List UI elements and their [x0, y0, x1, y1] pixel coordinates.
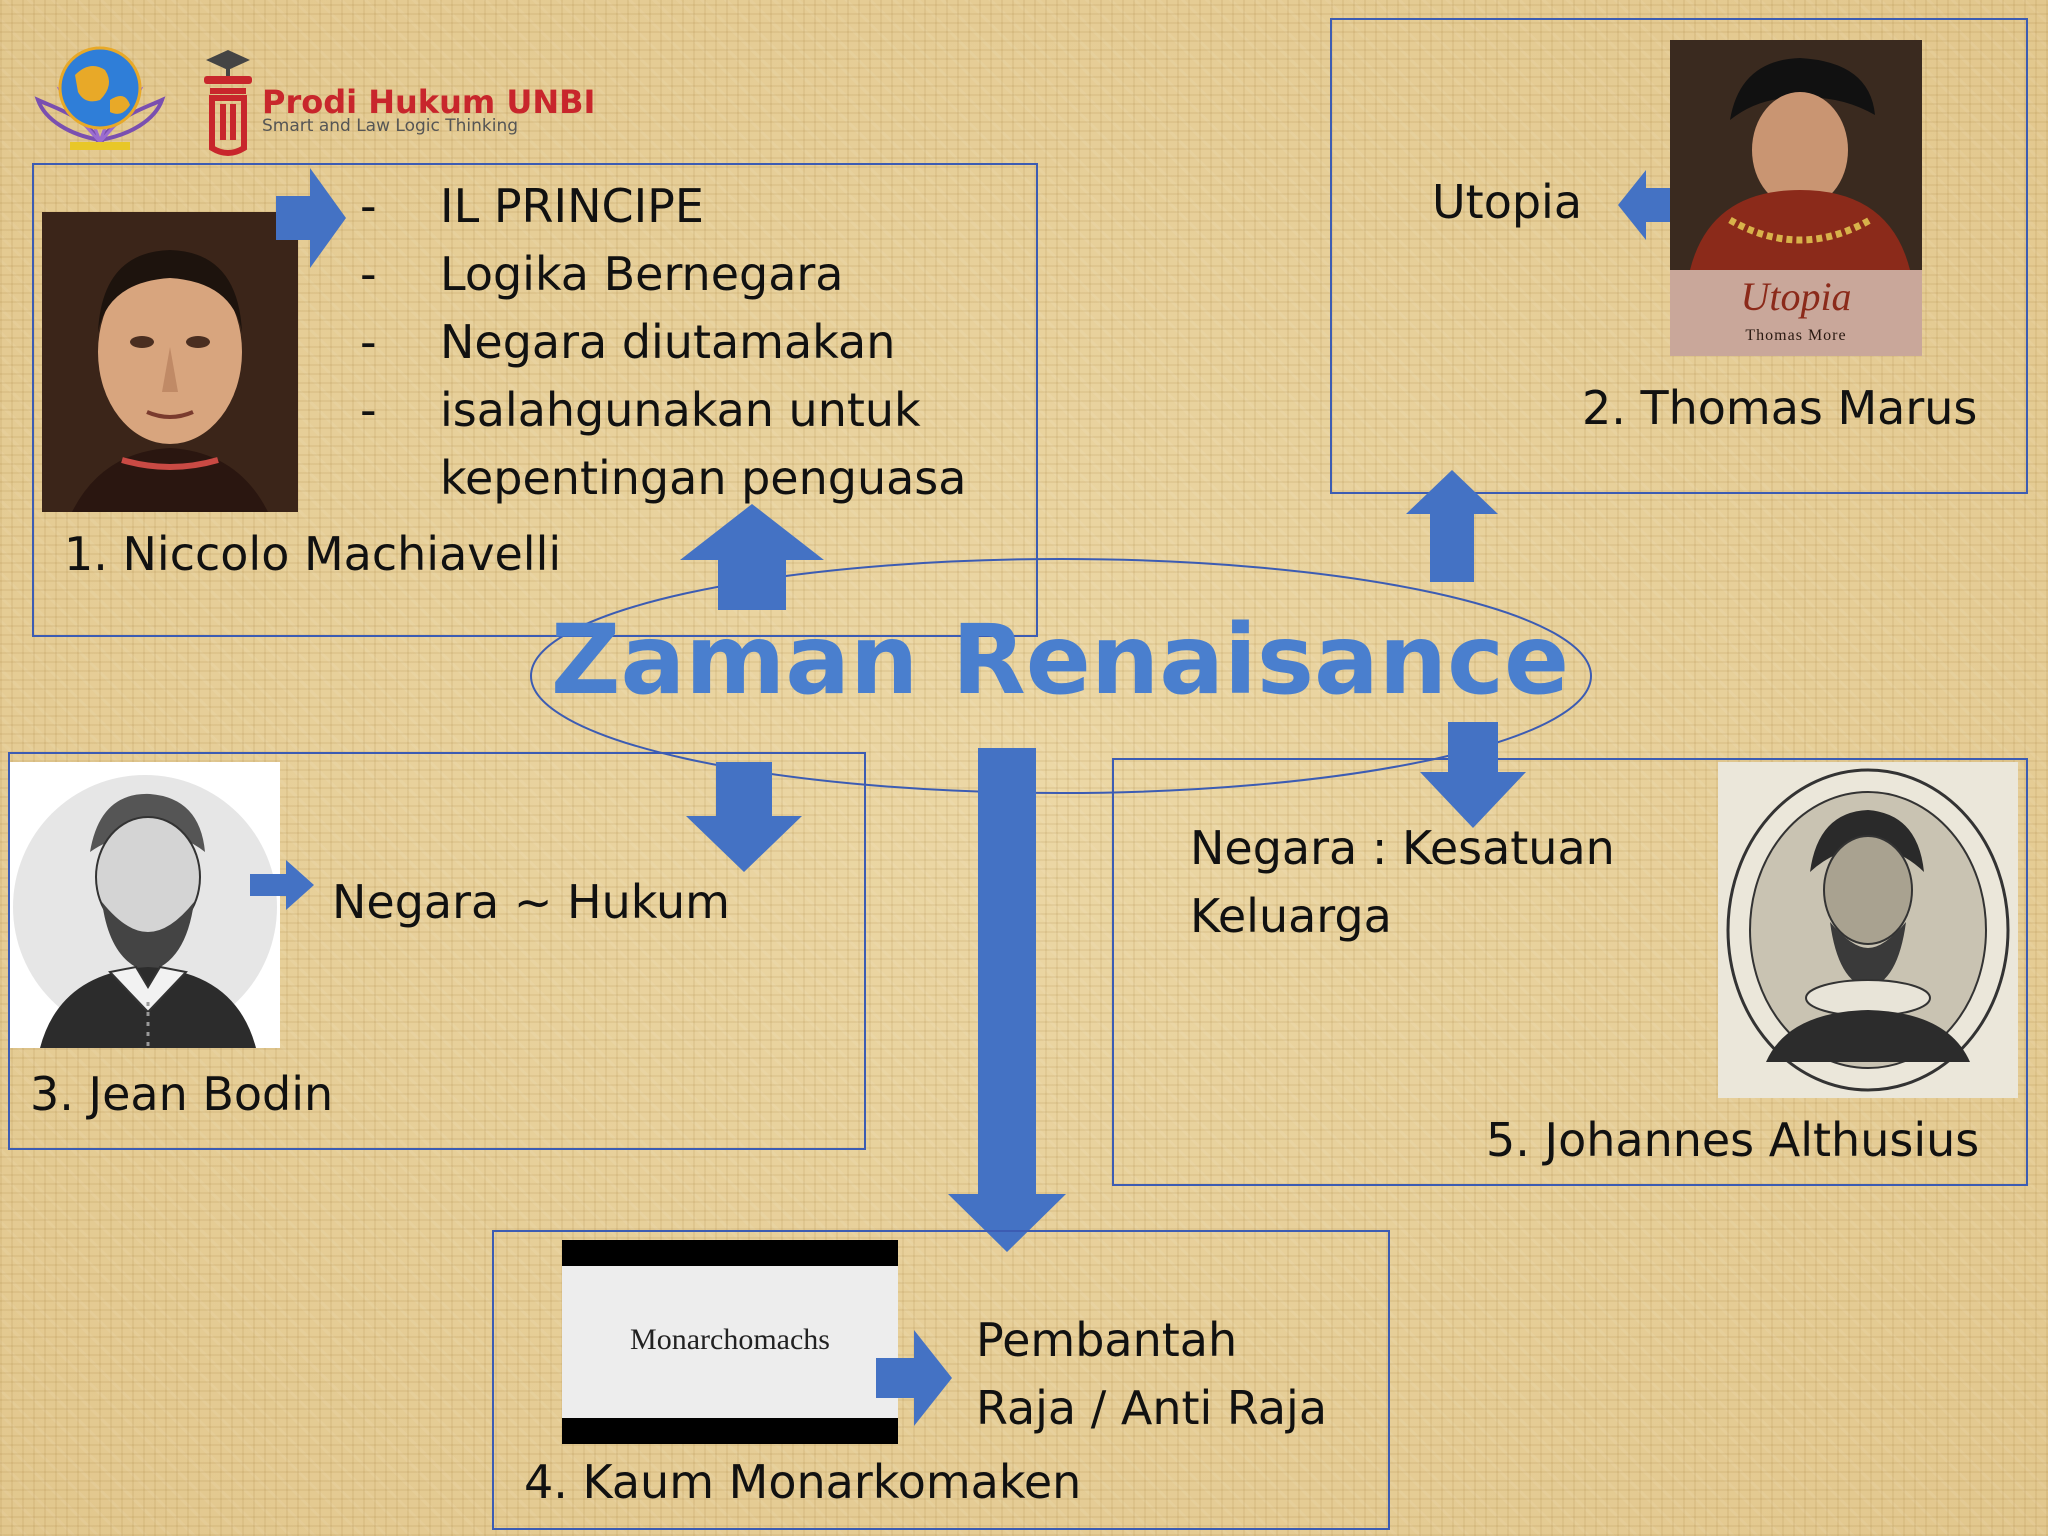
- jean-bodin-box: [8, 752, 866, 1150]
- center-ellipse: [528, 556, 1594, 796]
- machiavelli-idea: IL PRINCIPE: [440, 179, 704, 233]
- jean-bodin-arrow-right: [250, 860, 314, 910]
- list-item: - Negara diutamakan: [360, 308, 966, 376]
- thomas-more-name: 2. Thomas Marus: [1582, 381, 1978, 435]
- university-logo: [30, 30, 170, 160]
- arrow-up-to-machiavelli: [680, 504, 824, 610]
- machiavelli-idea: isalahgunakan untuk: [440, 383, 921, 437]
- althusius-name: 5. Johannes Althusius: [1486, 1113, 1980, 1167]
- jean-bodin-name: 3. Jean Bodin: [30, 1067, 334, 1121]
- machiavelli-idea: Logika Bernegara: [440, 247, 844, 301]
- utopia-book-cover: Utopia Thomas More: [1670, 40, 1922, 356]
- bullet-marker: -: [360, 315, 377, 369]
- monarchomachs-image-label: Monarchomachs: [630, 1323, 830, 1356]
- machiavelli-box: [32, 163, 1038, 637]
- monarchomachs-arrow-right: [876, 1330, 952, 1426]
- prodi-hukum-tagline: Smart and Law Logic Thinking: [262, 116, 519, 136]
- page-title: Zaman Renaisance: [550, 604, 1570, 716]
- machiavelli-idea: Negara diutamakan: [440, 315, 896, 369]
- jean-bodin-portrait: [10, 762, 280, 1048]
- list-item: - isalahgunakan untuk kepentingan penguasa: [360, 376, 966, 512]
- althusius-idea-line2: Keluarga: [1190, 889, 1392, 943]
- monarchomachs-idea-line2: Raja / Anti Raja: [976, 1381, 1328, 1435]
- arrow-down-to-althusius: [1420, 722, 1526, 828]
- arrow-down-to-bodin: [686, 762, 802, 872]
- list-item: - Logika Bernegara: [360, 240, 966, 308]
- monarchomachs-box: [492, 1230, 1390, 1530]
- althusius-idea-line1: Negara : Kesatuan: [1190, 821, 1615, 875]
- thomas-more-arrow-up: [1406, 470, 1498, 582]
- monarchomachs-idea-line1: Pembantah: [976, 1313, 1238, 1367]
- book-title: Utopia: [1740, 274, 1851, 319]
- book-author: Thomas More: [1745, 327, 1846, 344]
- monarchomachs-image: Monarchomachs: [562, 1240, 898, 1444]
- machiavelli-portrait: [42, 212, 298, 512]
- machiavelli-idea-continued: kepentingan penguasa: [440, 451, 967, 505]
- thomas-more-arrow-left: [1618, 170, 1670, 240]
- jean-bodin-idea: Negara ~ Hukum: [332, 875, 730, 929]
- bullet-marker: -: [360, 179, 377, 233]
- thomas-more-work: Utopia: [1432, 175, 1583, 229]
- bullet-marker: -: [360, 383, 377, 437]
- machiavelli-ideas-list: - IL PRINCIPE - Logika Bernegara - Negara d…: [360, 172, 966, 512]
- prodi-hukum-name: Prodi Hukum UNBI: [262, 83, 596, 121]
- list-item: - IL PRINCIPE: [360, 172, 966, 240]
- althusius-box: [1112, 758, 2028, 1186]
- bullet-marker: -: [360, 247, 377, 301]
- thomas-more-box: [1330, 18, 2028, 494]
- althusius-portrait: [1718, 762, 2018, 1098]
- monarchomachs-name: 4. Kaum Monarkomaken: [524, 1455, 1082, 1509]
- machiavelli-arrow-right: [276, 168, 346, 268]
- machiavelli-name: 1. Niccolo Machiavelli: [64, 527, 562, 581]
- arrow-down-to-monarchomachs: [948, 748, 1066, 1252]
- prodi-hukum-logo: [198, 48, 258, 158]
